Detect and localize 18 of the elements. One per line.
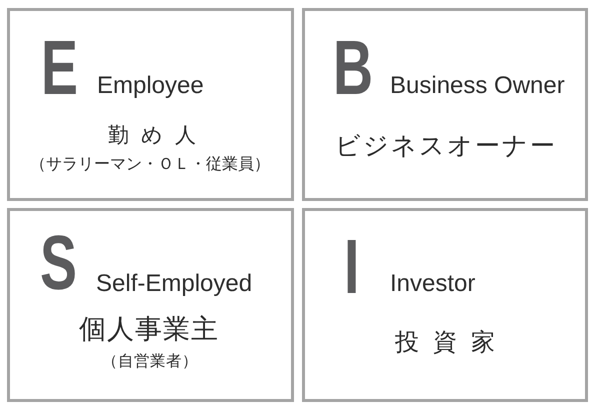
english-title: Self-Employed: [96, 272, 252, 296]
quadrant-box: [302, 8, 588, 201]
english-title: Investor: [390, 272, 476, 296]
category-letter: B: [333, 30, 374, 107]
category-letter: S: [40, 225, 77, 302]
japanese-title: ビジネスオーナー: [335, 134, 557, 159]
quadrant-box: [7, 208, 294, 402]
english-title: Employee: [97, 74, 204, 98]
english-title: Business Owner: [390, 74, 565, 98]
quadrant-box: [7, 8, 294, 201]
quadrant-box: [302, 208, 588, 402]
japanese-note: （サラリーマン・ＯＬ・従業員）: [30, 157, 270, 173]
category-letter: I: [344, 229, 360, 306]
japanese-note: （自営業者）: [102, 354, 198, 370]
japanese-title: 勤め人: [108, 125, 208, 146]
japanese-title: 投資家: [395, 331, 509, 355]
japanese-title: 個人事業主: [79, 316, 219, 343]
category-letter: E: [41, 30, 78, 107]
